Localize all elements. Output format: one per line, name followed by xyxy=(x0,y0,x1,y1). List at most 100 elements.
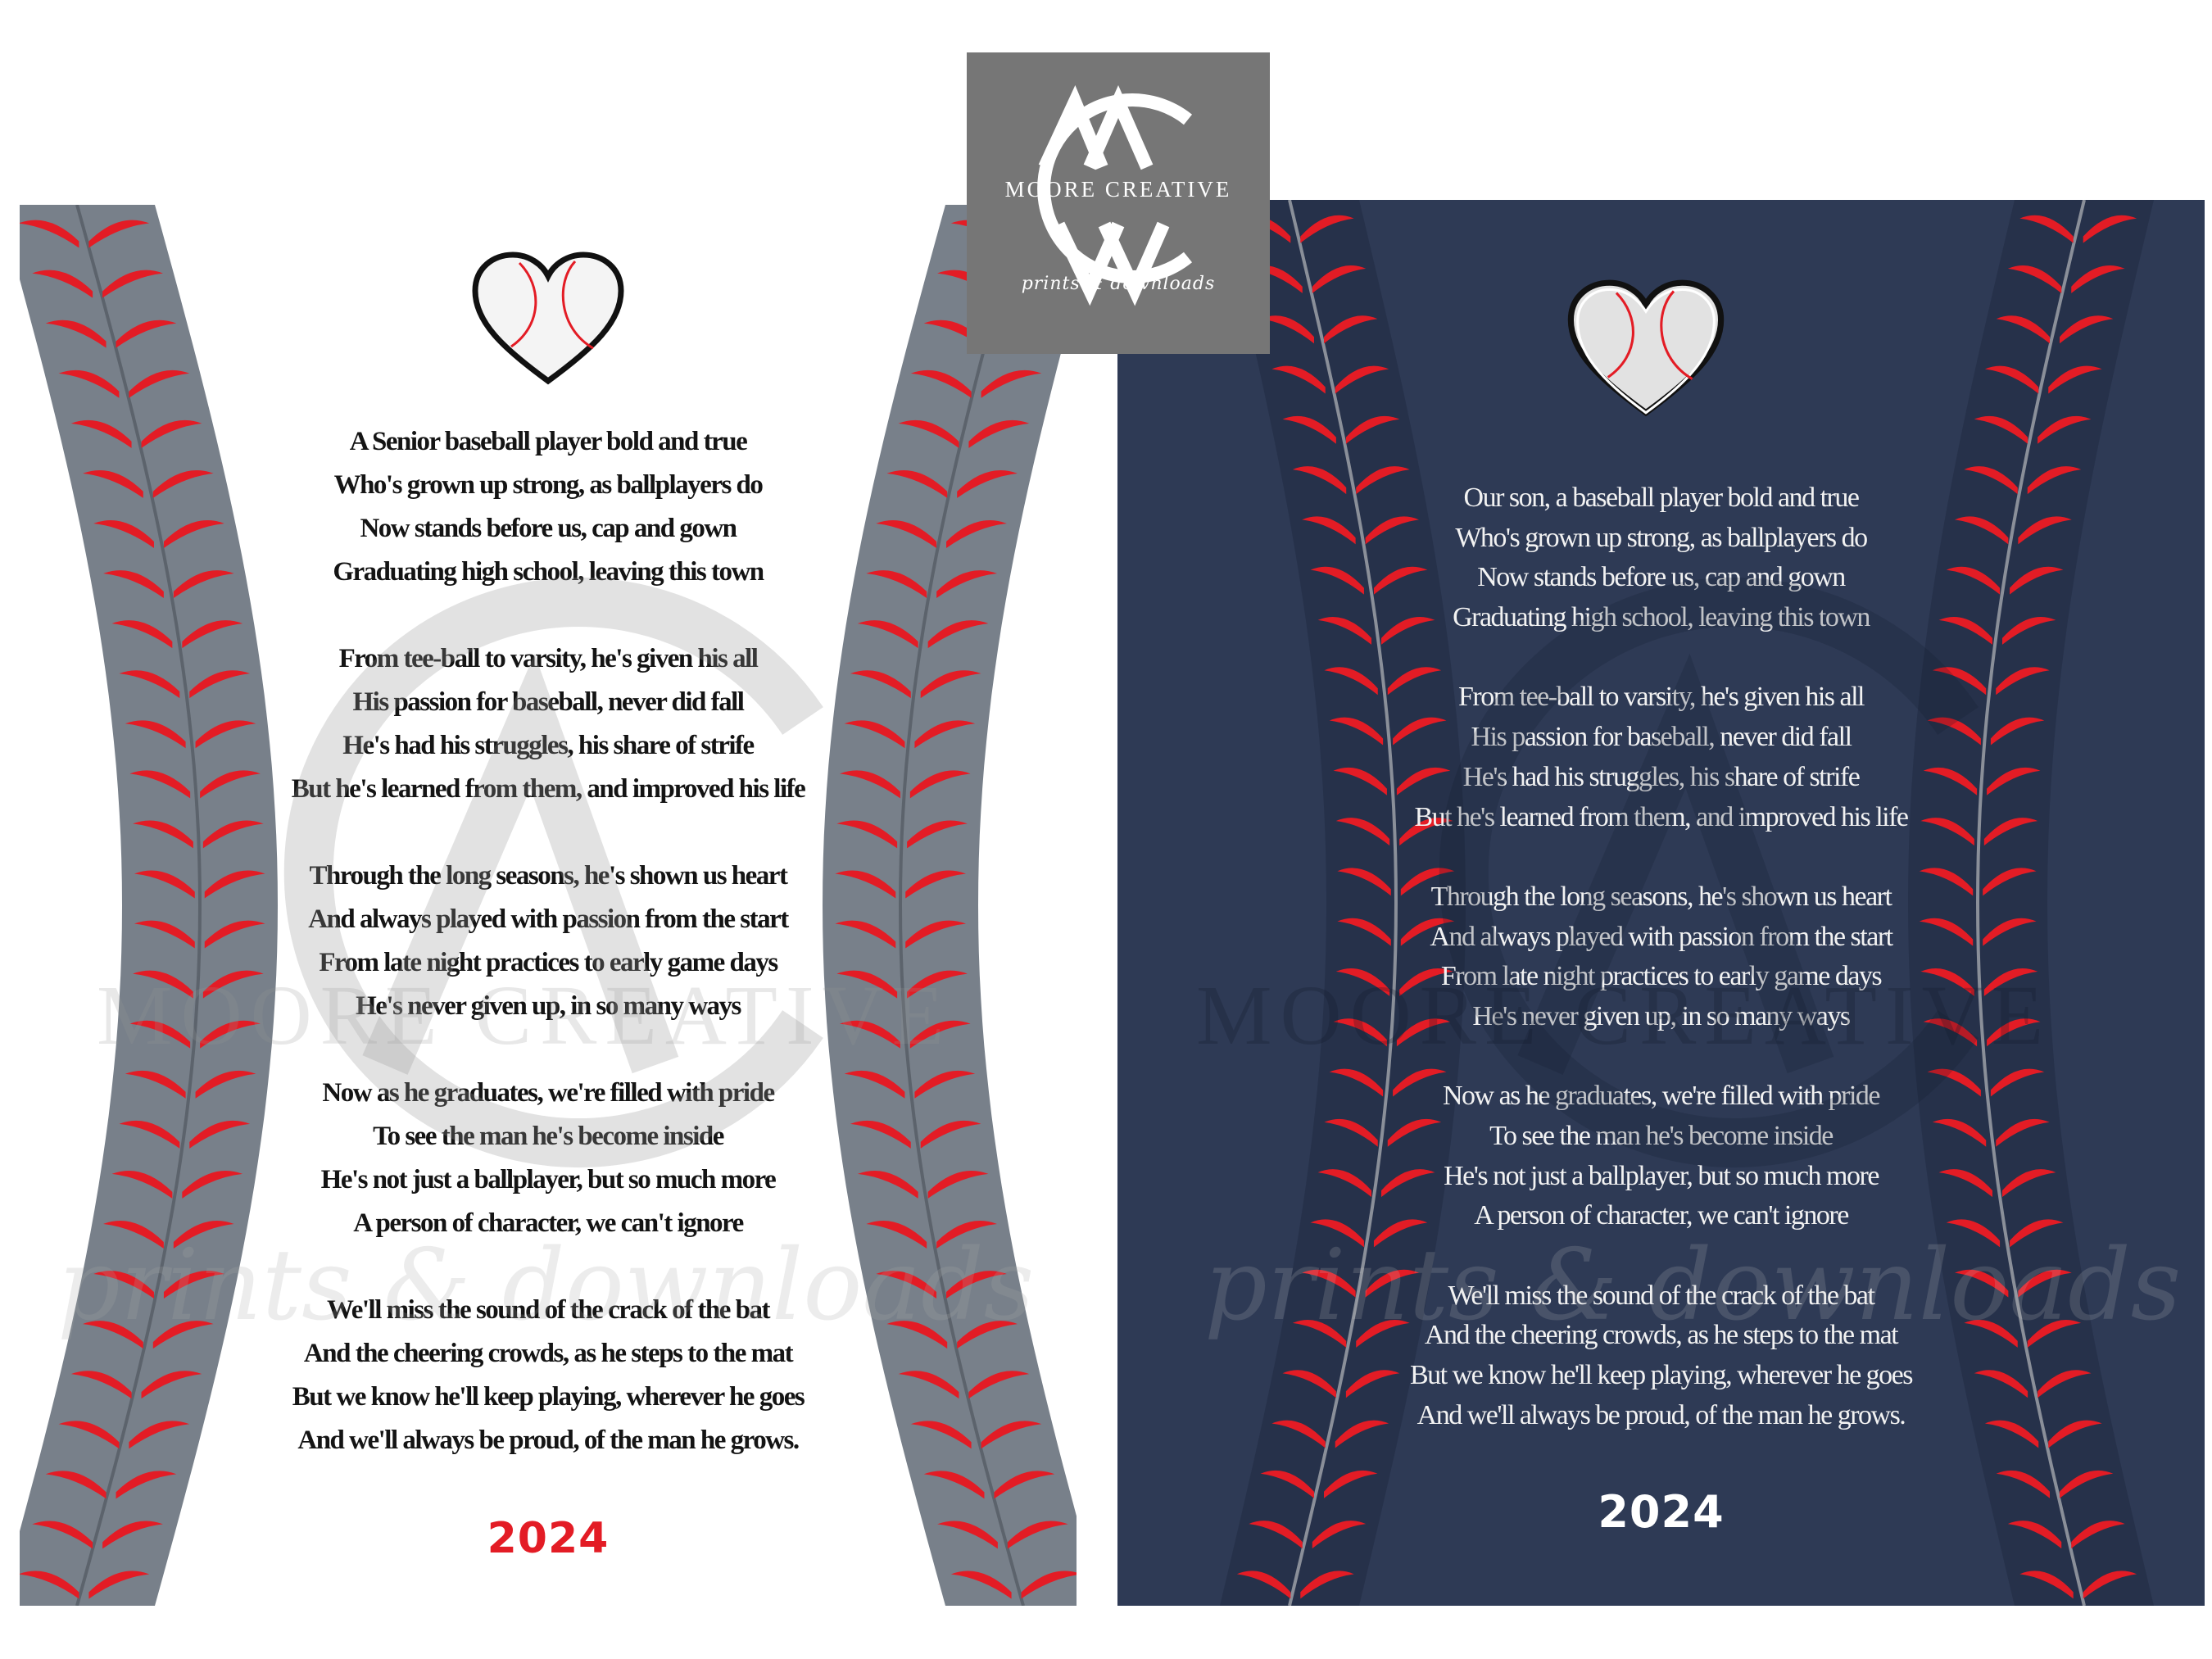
poem-right: Our son, a baseball player bold and true… xyxy=(1117,478,2205,1430)
seam-stitch xyxy=(920,670,981,699)
seam-stitch xyxy=(1987,1018,2041,1047)
seam-stitch xyxy=(2083,1571,2137,1599)
seam-stitch xyxy=(937,1521,998,1549)
seam-stitch xyxy=(1373,1219,1428,1248)
poem-line: He's had his struggles, his share of str… xyxy=(1462,761,1861,792)
seam-stitch xyxy=(1400,868,1455,896)
right-poem-card: Our son, a baseball player bold and true… xyxy=(1117,200,2205,1606)
seam-stitch xyxy=(141,1371,202,1399)
seam-stitch xyxy=(981,1421,1042,1449)
seam-stitch xyxy=(182,620,243,649)
seam-stitch xyxy=(957,1321,1018,1349)
seam-stitch xyxy=(886,1321,948,1349)
poem-line: Who's grown up strong, as ballplayers do xyxy=(333,470,764,500)
seam-stitch xyxy=(1021,1571,1077,1599)
poem-line: Now stands before us, cap and gown xyxy=(360,514,737,543)
poem-line: From tee-ball to varsity, he's given his… xyxy=(338,644,759,673)
seam-stitch xyxy=(910,1421,972,1449)
stanza-gap xyxy=(20,811,1077,854)
seam-stitch xyxy=(2027,1320,2082,1348)
seam-stitch xyxy=(1938,1169,1992,1198)
seam-stitch xyxy=(866,570,927,599)
seam-stitch xyxy=(2060,1470,2114,1498)
seam-stitch xyxy=(1335,1420,1389,1448)
seam-stitch xyxy=(1923,767,1978,796)
year-right: 2024 xyxy=(1598,1486,1725,1538)
seam-stitch xyxy=(936,1221,997,1249)
seam-thread xyxy=(75,205,202,1606)
logo-tagline: prints & downloads xyxy=(1021,274,1216,294)
seam-stitch xyxy=(200,1020,261,1049)
seam-stitch xyxy=(103,570,164,599)
seam-stitch xyxy=(88,1571,150,1599)
seam-stitch xyxy=(133,820,193,849)
seam-stitch xyxy=(1365,1269,1420,1298)
seam-stitch xyxy=(1337,918,1391,946)
poem-line: Now stands before us, cap and gown xyxy=(1477,562,1846,593)
seam-stitch xyxy=(1236,1571,1291,1599)
seam-stitch xyxy=(195,1070,256,1099)
seam-stitch xyxy=(2007,265,2062,293)
seam-stitch xyxy=(1292,466,1347,495)
seam-stitch xyxy=(844,1070,905,1099)
seam-stitch xyxy=(1920,968,1974,996)
seam-stitch xyxy=(2071,265,2125,293)
seam-stitch xyxy=(1387,1118,1442,1147)
seam-stitch xyxy=(1337,868,1391,896)
poem-line: Now as he graduates, we're filled with p… xyxy=(322,1078,775,1108)
seam-stitch xyxy=(1365,516,1420,545)
seam-stitch xyxy=(1983,818,2038,846)
poem-line: We'll miss the sound of the crack of the… xyxy=(1448,1280,1875,1311)
seam-stitch xyxy=(189,1120,251,1149)
seam-stitch xyxy=(1302,516,1356,545)
poem-line: He's not just a ballplayer, but so much … xyxy=(320,1165,777,1194)
seam-stitch xyxy=(836,820,898,849)
seam-stitch xyxy=(850,1120,911,1149)
poem-line: He's not just a ballplayer, but so much … xyxy=(1444,1160,1879,1191)
seam-stitch xyxy=(840,1020,900,1049)
seam-stitch xyxy=(1987,767,2041,796)
stanza-gap xyxy=(1117,1236,2205,1276)
seam-stitch xyxy=(1324,1118,1378,1147)
seam-thread xyxy=(1288,200,1398,1606)
seam-stitch xyxy=(2060,315,2114,344)
poem-line: To see the man he's become inside xyxy=(1489,1121,1834,1151)
poem-line: A Senior baseball player bold and true xyxy=(349,427,748,456)
poem-line: His passion for baseball, never did fall xyxy=(1471,722,1852,753)
seam-stitch xyxy=(204,920,265,949)
seam-stitch xyxy=(1292,1320,1347,1348)
seam-stitch xyxy=(2019,1571,2074,1599)
seam-stitch xyxy=(1996,667,2050,696)
seam-stitch xyxy=(163,1271,224,1299)
seam-stitch xyxy=(1393,717,1447,746)
seam-stitch xyxy=(1396,1018,1451,1047)
seam-stitch xyxy=(835,870,896,899)
poem-line: Through the long seasons, he's shown us … xyxy=(1430,881,1892,912)
seam-stitch xyxy=(2037,1370,2092,1398)
seam-stitch xyxy=(134,920,195,949)
seam-stitch xyxy=(994,1471,1055,1499)
stanza-gap xyxy=(1117,837,2205,877)
poem-line: We'll miss the sound of the crack of the… xyxy=(327,1295,770,1325)
seam-stitch xyxy=(1300,215,1354,243)
seam-stitch xyxy=(1946,1219,2001,1248)
seam-stitch xyxy=(1300,1571,1354,1599)
poem-line: Now as he graduates, we're filled with p… xyxy=(1442,1081,1881,1112)
seam-stitch xyxy=(125,1070,186,1099)
stanza-gap xyxy=(1117,1037,2205,1077)
seam-stitch xyxy=(189,670,251,699)
baseball-heart-icon xyxy=(1567,279,1725,417)
poem-line: Our son, a baseball player bold and true xyxy=(1463,483,1860,513)
seam-stitch xyxy=(857,620,918,649)
poem-line: Graduating high school, leaving this tow… xyxy=(1453,602,1870,633)
seam-stitch xyxy=(32,270,93,298)
seam-stitch xyxy=(202,820,264,849)
baseball-heart-icon xyxy=(472,252,624,385)
seam-thread xyxy=(1975,200,2086,1606)
seam-stitch xyxy=(88,220,150,248)
seam-stitch xyxy=(1919,868,1974,896)
seam-stitch xyxy=(1335,818,1390,846)
seam-stitch xyxy=(968,1371,1030,1399)
year-left: 2024 xyxy=(487,1514,610,1563)
seam-stitch xyxy=(141,419,202,448)
